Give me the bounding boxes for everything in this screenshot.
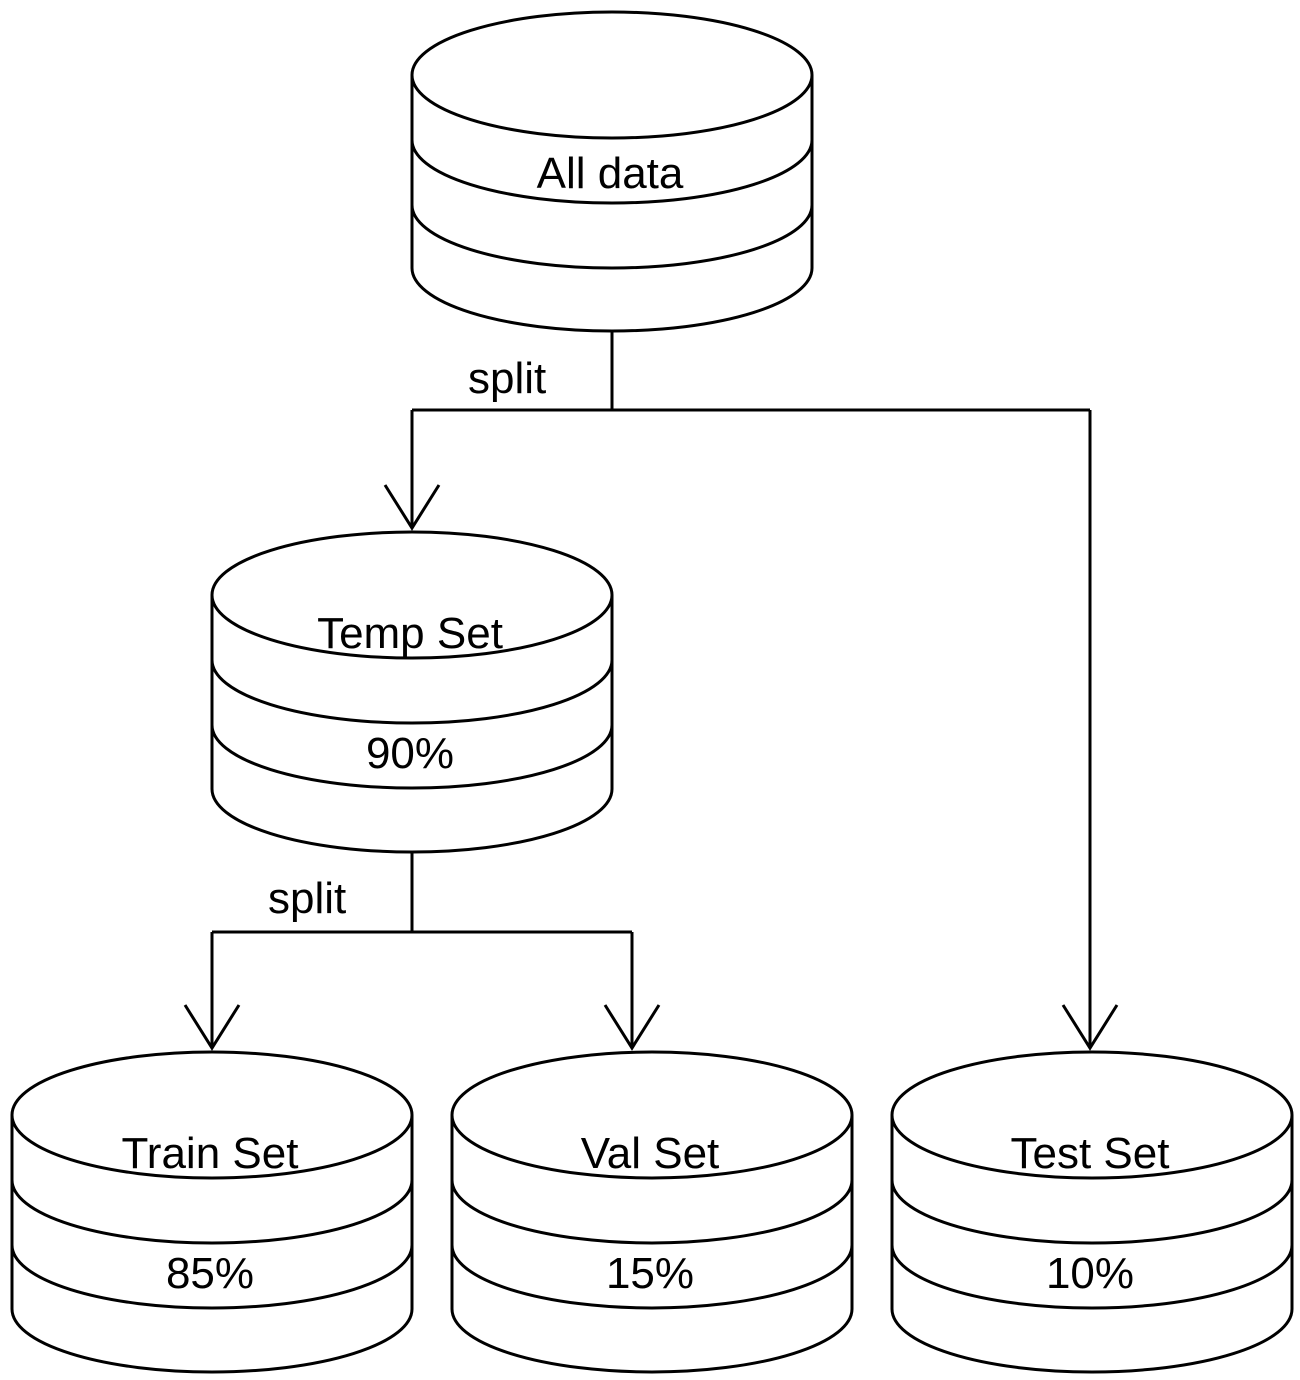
node-all-data: All data xyxy=(410,10,814,333)
node-value-temp-set: 90% xyxy=(366,729,454,778)
split-connector-2: split xyxy=(183,852,661,1051)
arrowhead-to-train-set xyxy=(183,1004,241,1051)
node-title-test-set: Test Set xyxy=(1011,1129,1170,1178)
edge-label-split-2: split xyxy=(268,874,346,923)
node-title-all-data: All data xyxy=(537,149,684,198)
node-value-test-set: 10% xyxy=(1046,1249,1134,1298)
node-title-temp-set: Temp Set xyxy=(317,609,503,658)
node-train-set: Train Set 85% xyxy=(10,1050,414,1374)
arrowhead-to-test-set xyxy=(1061,1004,1119,1051)
node-val-set: Val Set 15% xyxy=(450,1050,854,1374)
node-value-train-set: 85% xyxy=(166,1249,254,1298)
arrowhead-to-val-set xyxy=(603,1004,661,1051)
split-connector-1: split xyxy=(383,332,1119,1051)
node-title-train-set: Train Set xyxy=(122,1129,299,1178)
node-value-val-set: 15% xyxy=(606,1249,694,1298)
node-test-set: Test Set 10% xyxy=(890,1050,1294,1374)
node-title-val-set: Val Set xyxy=(581,1129,720,1178)
node-temp-set: Temp Set 90% xyxy=(210,530,614,854)
edge-label-split-1: split xyxy=(468,354,546,403)
arrowhead-to-temp-set xyxy=(383,484,441,531)
